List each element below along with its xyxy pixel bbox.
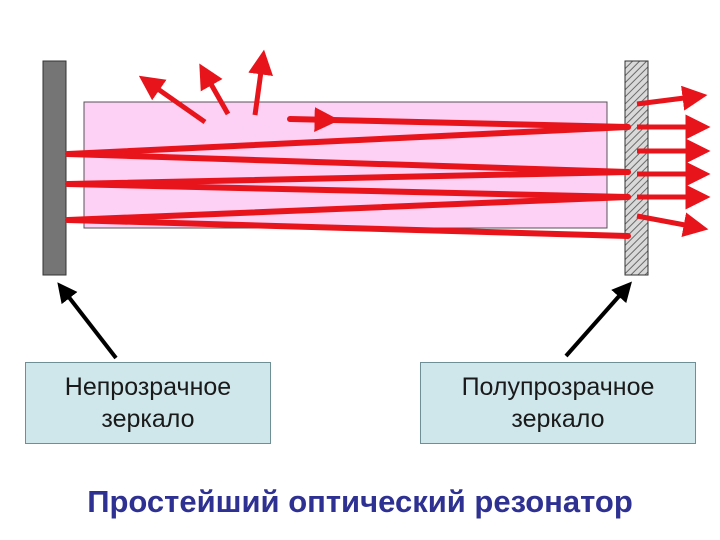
beam-2 xyxy=(65,124,631,157)
semi-mirror-label-line2: зеркало xyxy=(511,405,605,433)
diagram-title: Простейший оптический резонатор xyxy=(87,484,633,519)
opaque-mirror-label-line2: зеркало xyxy=(101,405,195,433)
laser-beams xyxy=(65,116,631,239)
arrow-in-medium xyxy=(291,107,340,133)
beam-4 xyxy=(65,169,631,187)
pointer-arrows xyxy=(57,281,632,360)
semi-mirror-label-line1: Полупрозрачное xyxy=(461,373,655,401)
output-arrow-1 xyxy=(636,85,708,111)
spontaneous-arrow-1 xyxy=(138,75,207,125)
beam-1 xyxy=(287,116,631,130)
beam-3 xyxy=(65,151,631,175)
output-arrow-6 xyxy=(636,212,709,238)
semi-transparent-mirror xyxy=(624,60,649,276)
semi-mirror-label: Полупрозрачное зеркало xyxy=(420,362,696,444)
opaque-mirror xyxy=(42,60,67,276)
beam-7 xyxy=(65,217,631,239)
beam-6 xyxy=(65,194,631,223)
pointer-to-opaque-mirror xyxy=(57,282,118,360)
spontaneous-arrow-2 xyxy=(199,63,231,116)
opaque-mirror-label: Непрозрачное зеркало xyxy=(25,362,271,444)
spontaneous-arrow-3 xyxy=(248,49,273,116)
beam-5 xyxy=(65,181,631,200)
red-arrows xyxy=(138,49,711,238)
pointer-to-semi-mirror xyxy=(564,281,632,358)
opaque-mirror-label-line1: Непрозрачное xyxy=(64,373,232,401)
